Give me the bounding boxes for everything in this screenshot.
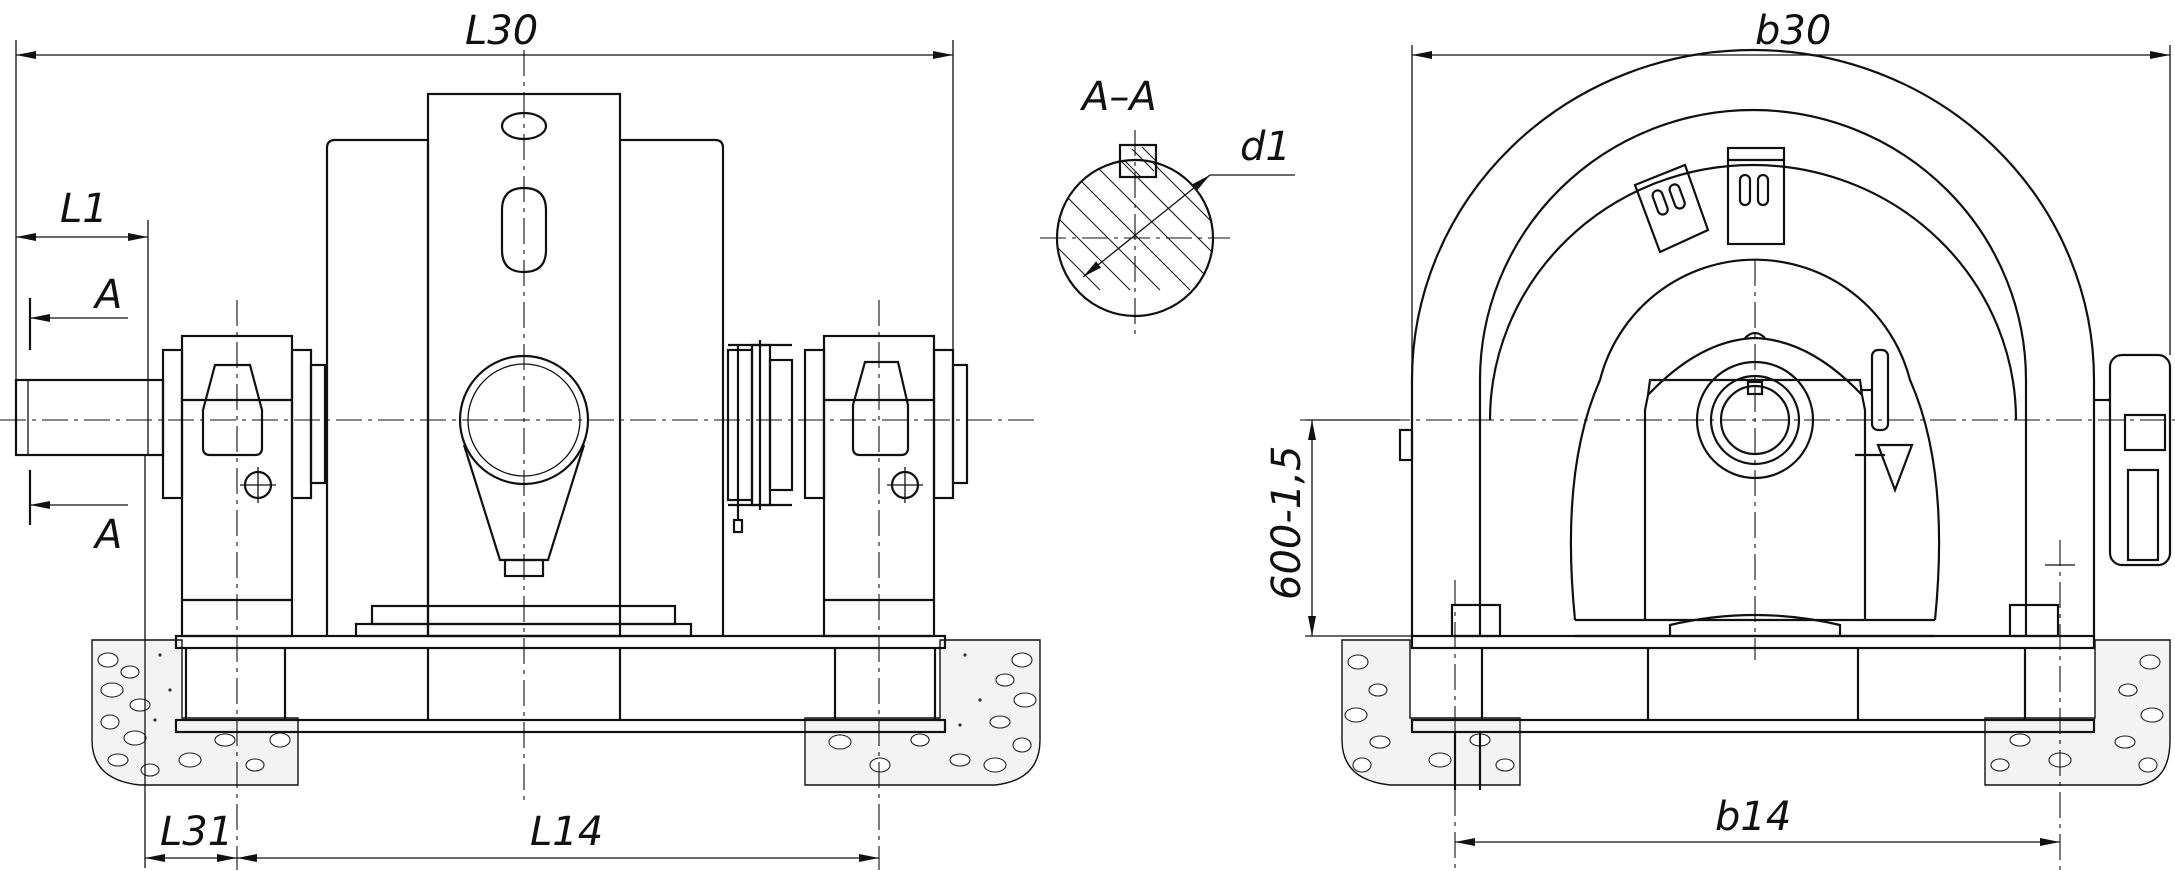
front-view: A A L30 L1 L31 L14	[0, 8, 1041, 870]
section-A-A: A–A d1	[1040, 74, 1295, 340]
dimension-label-L14: L14	[530, 809, 603, 855]
slip-ring-assembly	[726, 340, 794, 534]
dimension-height: 600-1,5	[1264, 419, 1412, 637]
shaft-end	[14, 378, 165, 457]
machine-housing	[325, 92, 725, 638]
section-title: A–A	[1079, 74, 1157, 120]
bearing-pedestal-right	[803, 334, 969, 638]
terminal-box-1	[1633, 163, 1710, 254]
dimension-label-b14: b14	[1715, 794, 1791, 840]
section-label-bottom: A	[92, 512, 122, 558]
dimension-label-L1: L1	[60, 186, 108, 232]
dimension-label-b30: b30	[1755, 8, 1831, 54]
dimension-L30: L30	[15, 8, 954, 380]
dimension-label-height: 600-1,5	[1264, 446, 1310, 600]
end-view: b30 b14 600-1,5	[1264, 8, 2175, 870]
section-mark-A: A A	[28, 272, 128, 558]
end-base-frame	[1410, 603, 2096, 790]
section-label-top: A	[92, 272, 122, 318]
end-bearing-block	[1643, 331, 1914, 636]
foundation-left	[91, 639, 1041, 786]
bearing-pedestal-left	[161, 334, 327, 638]
dimension-b30: b30	[1411, 8, 2171, 380]
foundation-right	[1341, 639, 2171, 786]
dimension-b14: b14	[1455, 794, 2060, 846]
terminal-box-2	[1726, 146, 1786, 246]
dimension-label-L30: L30	[465, 8, 538, 54]
end-housing	[1398, 48, 2096, 638]
dimension-label-L31: L31	[160, 809, 233, 855]
foundation-pebbles	[97, 652, 1037, 777]
dimension-L1: L1	[16, 186, 149, 380]
dimension-L31-L14: L31 L14	[144, 455, 879, 868]
dimension-label-d1: d1	[1240, 124, 1291, 170]
end-side-box	[2094, 353, 2172, 567]
